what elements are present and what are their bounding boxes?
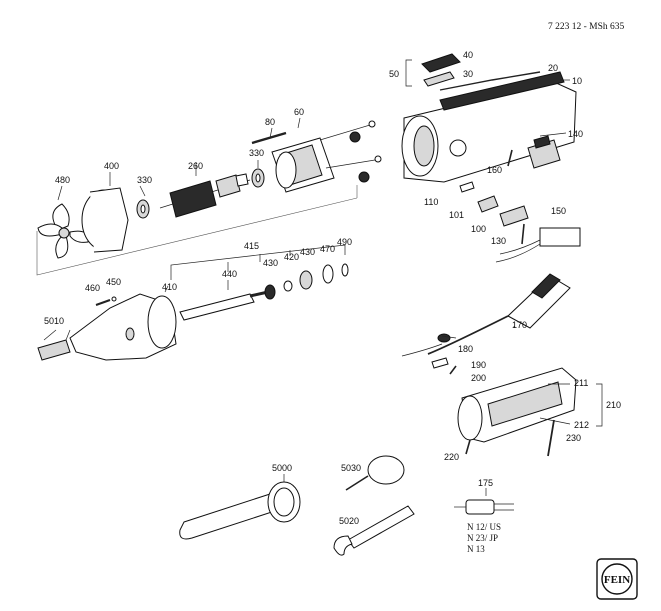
label-480: 480 <box>55 175 70 185</box>
label-140: 140 <box>568 129 583 139</box>
screw-160 <box>507 149 513 167</box>
label-50: 50 <box>389 69 399 79</box>
label-5020: 5020 <box>339 516 359 526</box>
screw-80 <box>251 127 287 145</box>
plug-note-us: N 12/ US <box>467 522 501 532</box>
label-330-right: 330 <box>249 148 264 158</box>
label-160: 160 <box>487 165 502 175</box>
label-175: 175 <box>478 478 493 488</box>
washer-450 <box>111 296 117 302</box>
bearing-330-right <box>251 168 265 188</box>
label-190: 190 <box>471 360 486 370</box>
label-400: 400 <box>104 161 119 171</box>
label-130: 130 <box>491 236 506 246</box>
label-170: 170 <box>512 320 527 330</box>
screw-460 <box>95 299 111 306</box>
label-440: 440 <box>222 269 237 279</box>
bracket-50 <box>405 59 412 87</box>
screw-220 <box>465 439 471 455</box>
open-wrench-5020 <box>333 505 415 556</box>
label-415: 415 <box>244 241 259 251</box>
switch-slide-30 <box>423 71 455 87</box>
label-30: 30 <box>463 69 473 79</box>
assembly-boundary <box>36 185 358 276</box>
ring-420 <box>283 280 293 292</box>
plug-175 <box>454 488 514 515</box>
drawing-number: 7 223 12 - MSh 635 <box>548 22 625 32</box>
gear-head-410 <box>69 285 177 361</box>
label-40: 40 <box>463 50 473 60</box>
switch-100 <box>499 205 529 227</box>
part-212 <box>539 417 571 425</box>
label-5000: 5000 <box>272 463 292 473</box>
armature-260 <box>159 162 251 218</box>
label-450: 450 <box>106 277 121 287</box>
plug-notes: N 12/ US N 23/ JP N 13 <box>467 522 501 554</box>
label-100: 100 <box>471 224 486 234</box>
handle-shell-210 <box>457 367 577 443</box>
label-330-left: 330 <box>137 175 152 185</box>
collet-5010 <box>37 329 71 361</box>
screw-130 <box>521 223 525 245</box>
brush-holder-140 <box>527 135 561 169</box>
ring-470 <box>322 264 334 284</box>
switch-rod-20 <box>439 71 541 91</box>
switch-cap-40 <box>421 53 461 73</box>
label-430-a: 430 <box>263 258 278 268</box>
label-60: 60 <box>294 107 304 117</box>
part-labels: 480 400 330 260 330 80 60 415 440 430 42… <box>44 50 621 526</box>
bracket-210 <box>596 383 603 427</box>
label-150: 150 <box>551 206 566 216</box>
fan-480 <box>37 185 89 259</box>
cable-grommet-170 <box>427 273 571 355</box>
logo-text: FEIN <box>604 574 630 586</box>
capacitor-150 <box>495 227 581 263</box>
bearing-330-left <box>136 199 150 219</box>
label-211: 211 <box>574 378 588 388</box>
label-470: 470 <box>320 244 335 254</box>
label-490: 490 <box>337 237 352 247</box>
clamp-190 <box>431 357 449 369</box>
plug-note-jp: N 23/ JP <box>467 533 498 543</box>
label-5030: 5030 <box>341 463 361 473</box>
label-420: 420 <box>284 252 299 262</box>
label-460: 460 <box>85 283 100 293</box>
label-110: 110 <box>424 197 438 207</box>
ring-490 <box>341 263 349 277</box>
leader-lines <box>65 79 570 341</box>
label-212: 212 <box>574 420 589 430</box>
fein-logo: FEIN <box>596 558 638 600</box>
label-220: 220 <box>444 452 459 462</box>
fan-housing-400 <box>81 172 129 253</box>
field-coil-60 <box>271 117 382 193</box>
label-260: 260 <box>188 161 203 171</box>
label-10: 10 <box>572 76 582 86</box>
brush-holder-101 <box>477 195 499 213</box>
plug-note-n13: N 13 <box>467 544 485 554</box>
label-230: 230 <box>566 433 581 443</box>
bracket-415 <box>170 244 346 280</box>
shaft-440 <box>179 280 269 321</box>
motor-housing-10 <box>401 71 577 183</box>
hook-wrench-5030 <box>345 455 405 491</box>
label-410: 410 <box>162 282 177 292</box>
bearing-430-a <box>264 284 276 300</box>
bearing-430-b <box>299 270 313 290</box>
screw-200 <box>449 365 457 375</box>
label-101: 101 <box>449 210 464 220</box>
label-200: 200 <box>471 373 486 383</box>
label-5010: 5010 <box>44 316 64 326</box>
label-80: 80 <box>265 117 275 127</box>
cable-clamp-180 <box>401 333 451 357</box>
label-20: 20 <box>548 63 558 73</box>
side-handle-5000 <box>179 474 301 540</box>
brush-110 <box>459 181 475 193</box>
label-180: 180 <box>458 344 473 354</box>
screw-230 <box>547 419 555 457</box>
label-210: 210 <box>606 400 621 410</box>
label-430-b: 430 <box>300 247 315 257</box>
